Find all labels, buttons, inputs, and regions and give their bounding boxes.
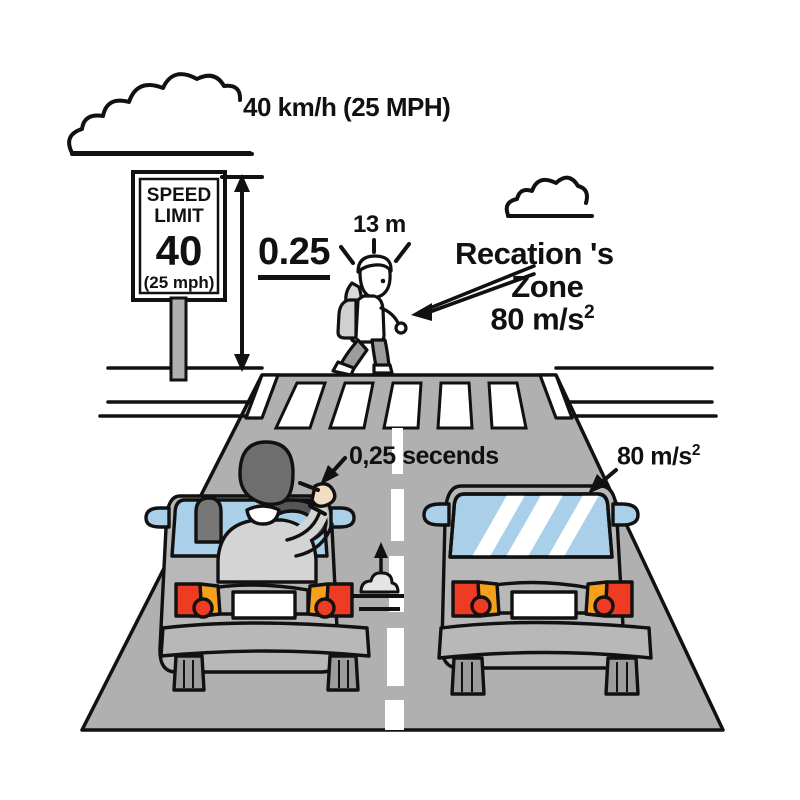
dimension-arrow (220, 174, 264, 372)
reaction-time-label: 0.25 (258, 232, 330, 280)
reaction-zone-line2: Zone (511, 268, 584, 304)
accel-pointer-arrow (588, 468, 618, 494)
reaction-zone-line1: Recation 's (455, 236, 614, 271)
acceleration-label: 80 m/s2 (617, 442, 701, 471)
median-bush-marker (353, 542, 404, 611)
reaction-zone-accel-value: 80 m/s (490, 301, 584, 337)
crosswalk (273, 381, 528, 430)
pedestrian-emphasis-lines (339, 238, 411, 265)
zone-pointer-line (411, 264, 536, 321)
acceleration-value: 80 m/s (617, 442, 692, 471)
sign-post (169, 296, 188, 382)
reaction-zone-accel-exponent: 2 (583, 302, 595, 324)
cloud-large (67, 72, 254, 156)
sign-value: 40 (156, 227, 203, 274)
seconds-label: 0,25 secends (349, 442, 499, 470)
girl-pedestrian (331, 254, 408, 377)
speed-label: 40 km/h (25 MPH) (243, 92, 451, 122)
sign-line4: (25 mph) (144, 273, 215, 292)
speed-limit-sign: SPEED LIMIT 40 (25 mph) (131, 170, 227, 302)
cloud-small (504, 175, 594, 218)
sign-line2: LIMIT (154, 206, 204, 227)
right-car (422, 484, 653, 696)
distance-label: 13 m (353, 211, 406, 238)
seconds-pointer-arrow (320, 456, 347, 485)
reaction-zone-line3: 80 m/s2 (471, 303, 614, 336)
kerb-edges (244, 373, 574, 420)
sign-line1: SPEED (147, 185, 211, 206)
reaction-zone-label: Recation 's Zone 80 m/s2 (455, 236, 614, 336)
acceleration-exponent: 2 (691, 442, 701, 459)
left-car-driver (216, 440, 337, 584)
